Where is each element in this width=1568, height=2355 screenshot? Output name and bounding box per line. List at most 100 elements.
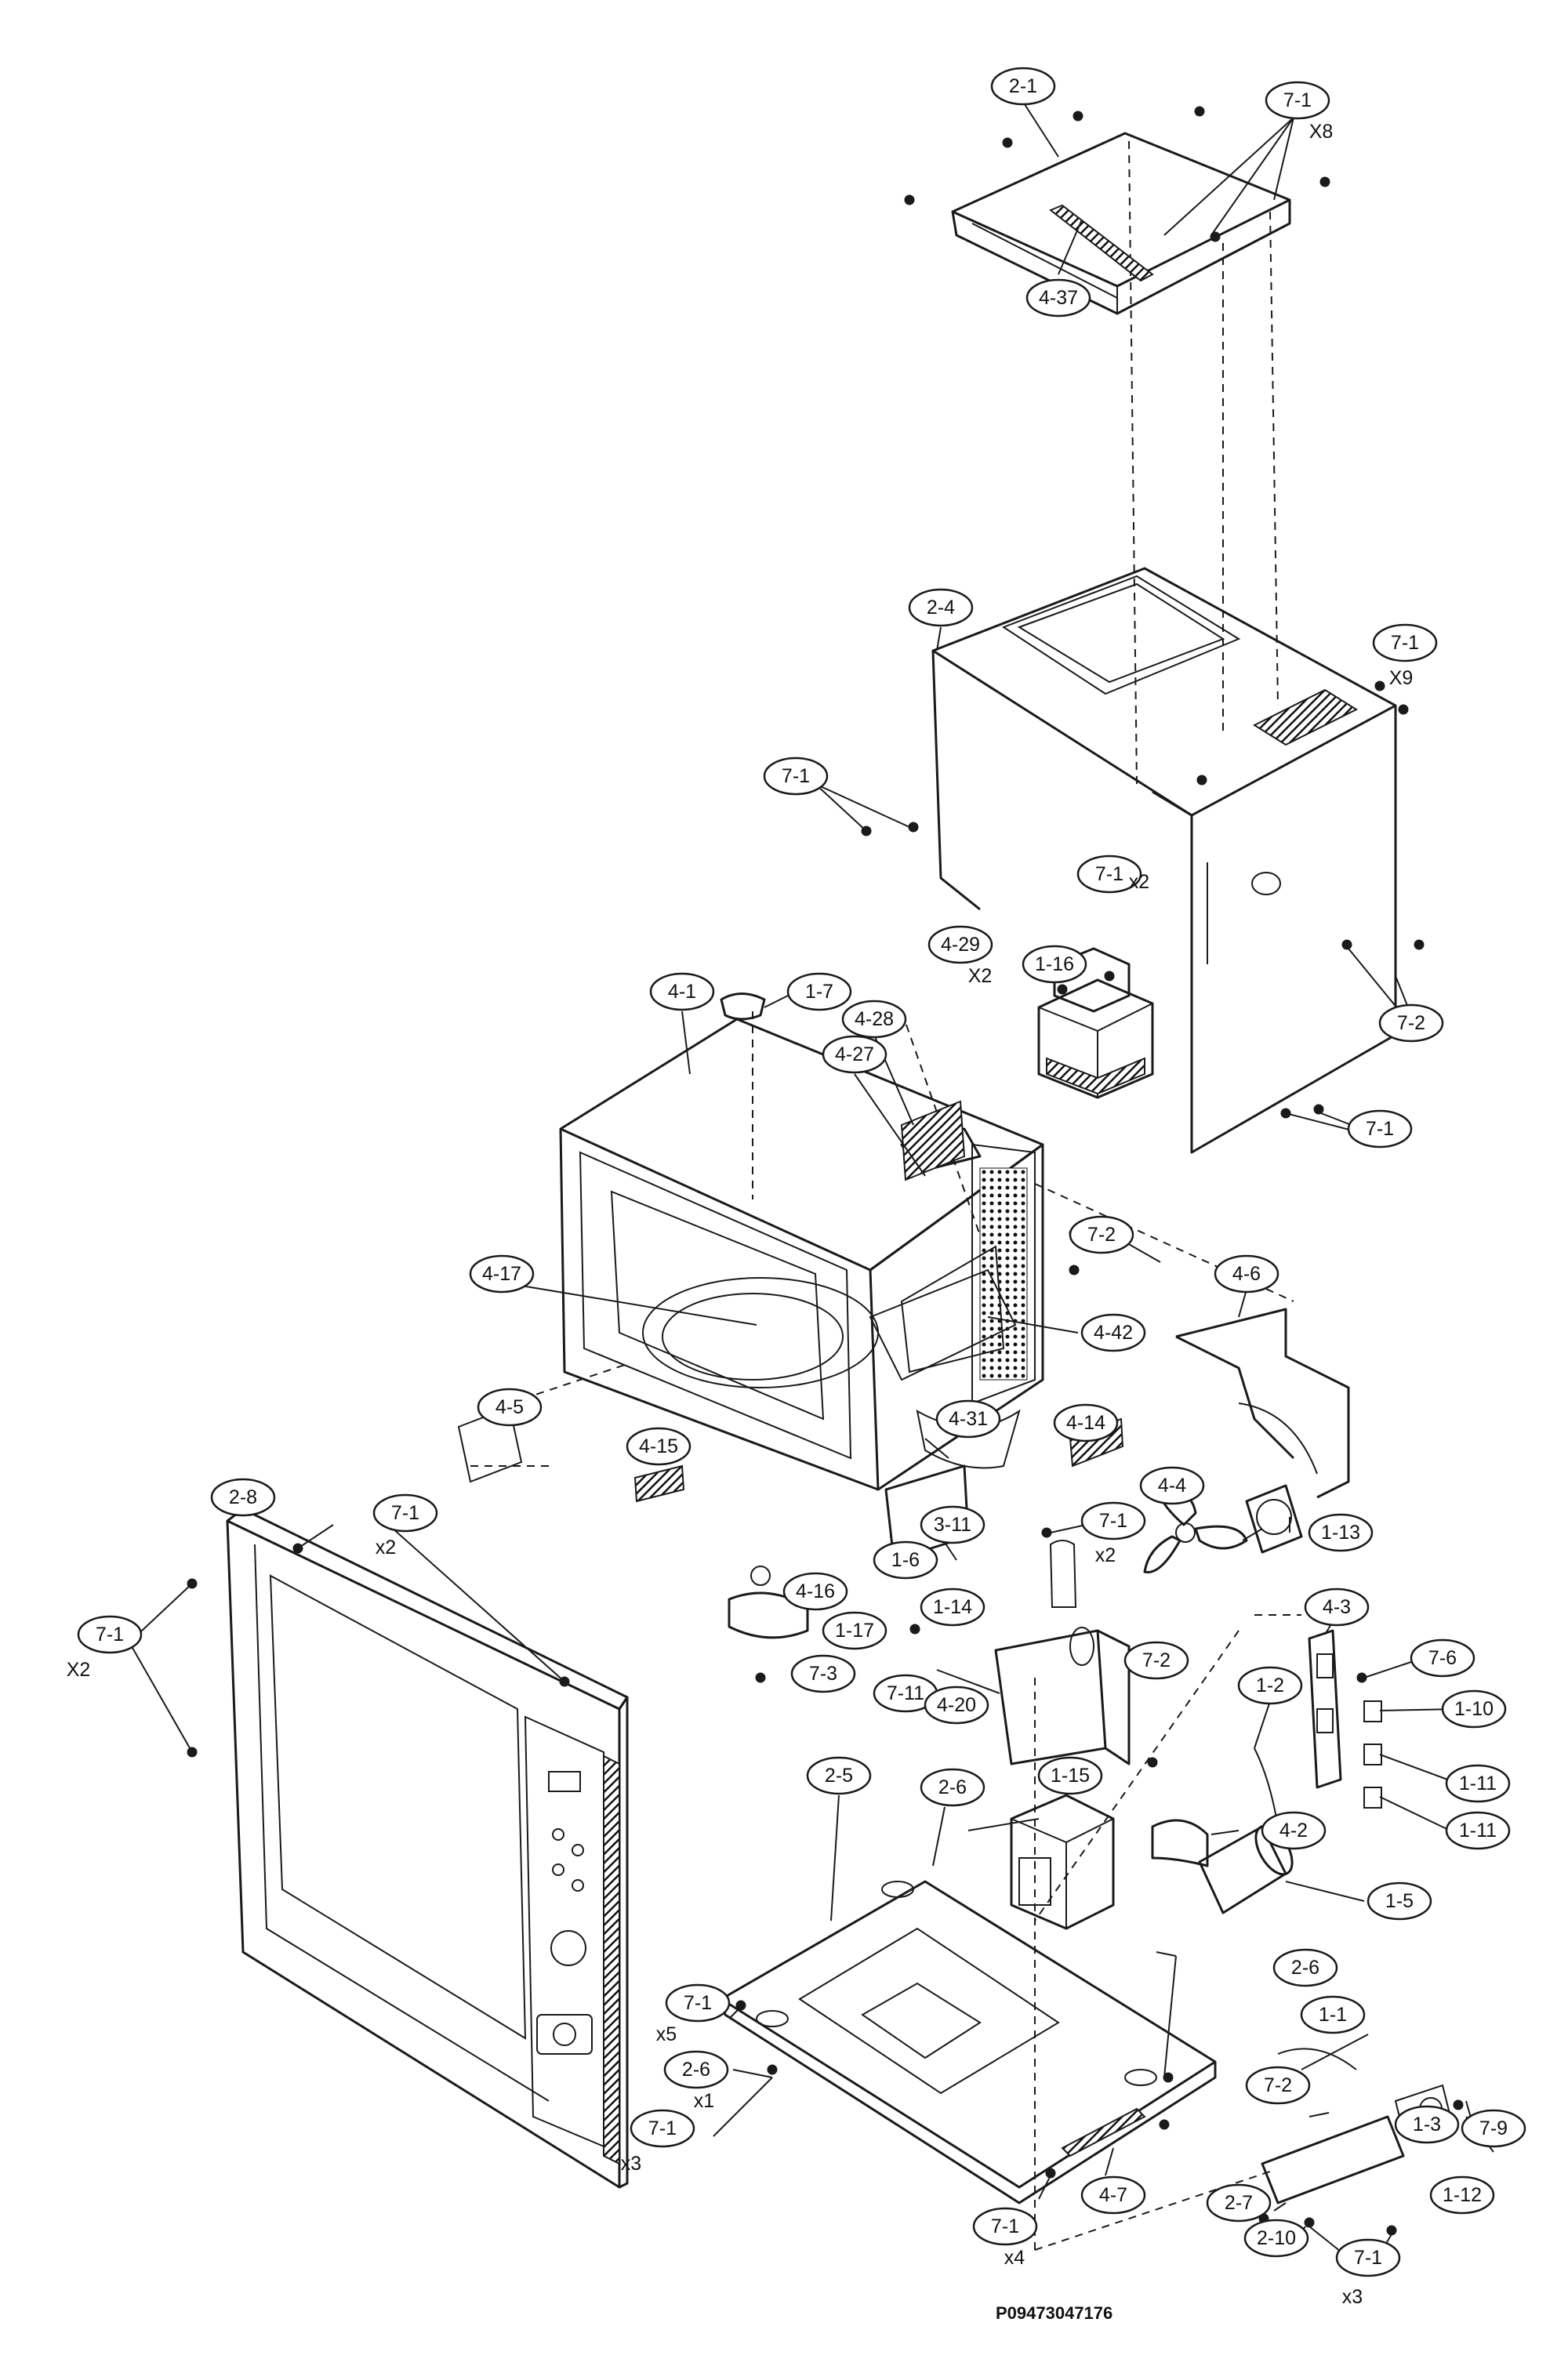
callout-bubble: [477, 1388, 543, 1427]
part-number-label: 1-6: [891, 1549, 920, 1571]
part-callout: 1-15: [1037, 1756, 1103, 1795]
quantity-label: x2: [376, 1537, 396, 1559]
quantity-label: X2: [67, 1659, 91, 1681]
part-number-label: 1-13: [1321, 1522, 1360, 1544]
part-number-label: 7-1: [1283, 89, 1312, 111]
callout-bubble: [1053, 1403, 1119, 1442]
part-number-label: 2-6: [682, 2059, 710, 2081]
callout-bubble: [841, 1000, 907, 1039]
part-number-label: 4-17: [482, 1263, 521, 1285]
part-number-label: 7-6: [1428, 1647, 1457, 1669]
callout-bubble: [1308, 1513, 1374, 1552]
callout-bubble: [663, 2050, 729, 2089]
callout-bubble: [1206, 2183, 1272, 2223]
part-number-label: 7-2: [1087, 1224, 1116, 1246]
part-number-label: 1-11: [1459, 1820, 1497, 1842]
part-number-label: 7-2: [1397, 1012, 1425, 1034]
callout-bubble: [920, 1768, 985, 1807]
part-number-label: 1-7: [805, 981, 833, 1003]
part-number-label: 4-31: [949, 1408, 988, 1430]
callout-bubble: [1441, 1689, 1507, 1729]
callout-bubble: [1237, 1666, 1303, 1705]
callout-bubble: [920, 1505, 985, 1544]
callout-bubble: [763, 757, 829, 796]
part-number-label: 7-3: [809, 1663, 837, 1685]
callout-bubble: [822, 1035, 887, 1074]
part-callout: 2-7: [1206, 2183, 1272, 2223]
part-callout: 2-8: [210, 1478, 276, 1517]
callout-bubble: [372, 1493, 438, 1533]
part-number-label: 1-15: [1051, 1765, 1090, 1787]
part-number-label: 4-20: [937, 1694, 976, 1716]
callout-bubble: [1243, 2219, 1309, 2258]
part-callout: 7-1X2: [67, 1615, 143, 1681]
callout-bubble: [786, 972, 852, 1011]
callout-bubble: [1123, 1641, 1189, 1680]
part-callout: 1-7: [786, 972, 852, 1011]
part-number-label: 2-10: [1257, 2227, 1296, 2249]
callout-bubble: [1272, 1948, 1338, 1987]
quantity-label: x2: [1129, 871, 1149, 893]
quantity-label: x5: [656, 2023, 677, 2045]
fan-motor-part: [1245, 1484, 1303, 1554]
part-callout: 4-7: [1080, 2175, 1146, 2215]
callout-bubble: [1214, 1254, 1279, 1294]
part-callout: 1-16: [1022, 945, 1087, 984]
outer-case-part: [931, 567, 1397, 1154]
callout-bubble: [469, 1254, 535, 1294]
quantity-label: X8: [1309, 121, 1334, 143]
part-callout: 7-1: [1347, 1109, 1413, 1148]
part-number-label: 1-12: [1443, 2184, 1482, 2206]
part-callout: 7-1x5: [656, 1983, 731, 2045]
fan-duct-part: [1175, 1308, 1350, 1499]
callout-bubble: [1429, 2175, 1495, 2215]
part-number-label: 7-1: [991, 2215, 1019, 2237]
part-number-label: 7-1: [391, 1502, 419, 1524]
quantity-label: x3: [621, 2153, 641, 2175]
part-number-label: 4-28: [855, 1008, 894, 1030]
part-callout: 2-1: [990, 67, 1056, 106]
part-number-label: 4-7: [1099, 2184, 1127, 2206]
part-number-label: 1-3: [1413, 2114, 1441, 2135]
part-number-label: 4-29: [941, 934, 980, 956]
callout-bubble: [924, 1686, 989, 1725]
quantity-label: x3: [1342, 2286, 1363, 2308]
part-number-label: 4-15: [639, 1435, 678, 1457]
part-callout: 7-6: [1410, 1638, 1475, 1678]
quantity-label: X2: [968, 965, 993, 987]
part-callout: 1-10: [1441, 1689, 1507, 1729]
callout-bubble: [1037, 1756, 1103, 1795]
part-callout: 7-1x4: [972, 2207, 1038, 2269]
part-callout: 7-1 x3: [621, 2109, 695, 2175]
part-callout: 4-28: [841, 1000, 907, 1039]
part-number-label: 4-14: [1066, 1412, 1105, 1434]
part-number-label: 2-1: [1009, 75, 1037, 97]
part-number-label: 1-11: [1459, 1773, 1497, 1794]
callout-bubble: [1335, 2238, 1401, 2277]
part-callout: 4-14: [1053, 1403, 1119, 1442]
part-callout: 4-5: [477, 1388, 543, 1427]
part-number-label: 1-17: [835, 1620, 874, 1642]
part-callout: 4-3: [1304, 1588, 1370, 1627]
callout-bubble: [1080, 1313, 1146, 1352]
part-number-label: 1-16: [1035, 953, 1074, 975]
part-callout: 4-15: [626, 1427, 691, 1466]
quantity-label: x2: [1095, 1544, 1116, 1566]
part-number-label: 7-9: [1479, 2117, 1508, 2139]
bracket-part: [994, 1627, 1131, 1765]
part-number-label: 4-37: [1039, 287, 1078, 309]
quantity-label: X9: [1389, 667, 1414, 689]
callout-bubble: [1025, 278, 1091, 318]
part-number-label: 3-11: [934, 1514, 971, 1536]
part-number-label: 4-5: [495, 1396, 524, 1418]
part-callout: 4-42: [1080, 1313, 1146, 1352]
part-number-label: 7-1: [648, 2117, 677, 2139]
part-callout: 1-1: [1300, 1995, 1366, 2034]
base-plate-part: [720, 1880, 1217, 2204]
explode-guide-lines: [470, 140, 1301, 2251]
callout-bubble: [1304, 1588, 1370, 1627]
part-number-label: 4-6: [1232, 1263, 1261, 1285]
